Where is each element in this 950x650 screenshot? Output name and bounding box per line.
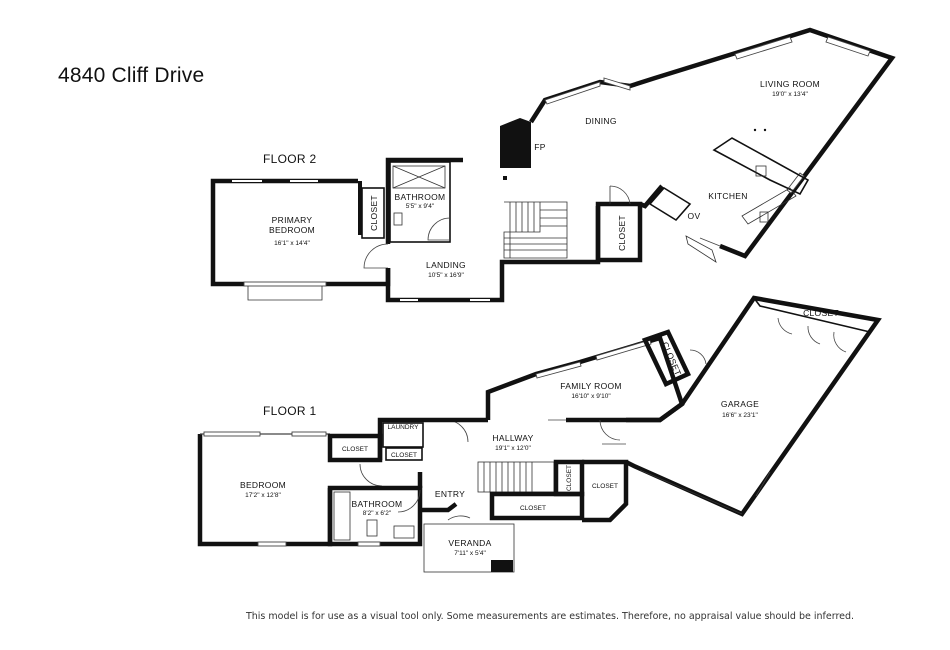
stairs-floor2 [503,201,568,259]
fireplace [500,118,531,168]
bathroom-dims: 5'5" x 9'4" [406,203,435,210]
kitchen-label: KITCHEN [708,191,747,201]
hallway-label: HALLWAY [492,433,533,443]
right-closet-label: CLOSET [592,483,618,490]
stairs-floor1 [477,461,555,493]
landing-label: LANDING [426,260,466,270]
kitchen-counters [648,137,810,225]
oven-label: OV [688,211,701,221]
veranda-dims: 7'11" x 5'4" [454,550,486,557]
window [243,281,327,287]
closet-label: CLOSET [369,195,379,231]
closet-label: CLOSET [617,215,627,251]
vertical-closet-label: CLOSET [566,465,573,491]
living-windows [544,36,871,194]
entry-closet-label: CLOSET [520,505,546,512]
primary-bedroom-label-2: BEDROOM [269,225,315,235]
bathroom-dims: 8'2" x 6'2" [363,510,392,517]
garage-label: GARAGE [721,399,759,409]
bathroom-label: BATHROOM [352,499,403,509]
living-room-label: LIVING ROOM [760,79,820,89]
bedroom-label: BEDROOM [240,480,286,490]
dining-label: DINING [585,116,617,126]
page-title: 4840 Cliff Drive [58,64,205,87]
bedroom-dims: 17'2" x 12'8" [245,492,281,499]
entry-label: ENTRY [435,489,465,499]
bedroom-closet [361,187,385,239]
garage-closet-label: CLOSET [803,308,839,318]
veranda-label: VERANDA [448,538,491,548]
veranda-step [491,560,513,572]
family-room-dims: 16'10" x 9'10" [571,393,611,400]
floor1-label: FLOOR 1 [263,404,317,418]
garage-dims: 16'6" x 23'1" [722,412,758,419]
bedroom-closet-wall [358,181,362,235]
bathroom-label: BATHROOM [395,192,446,202]
laundry-label: LAUNDRY [388,424,420,431]
floor2-plan: LIVING ROOM 19'0" x 13'4" DINING FP KITC… [210,27,896,303]
fireplace-label: FP [534,142,545,152]
hallway-dims: 19'1" x 12'0" [495,445,531,452]
living-room-dims: 19'0" x 13'4" [772,91,808,98]
primary-bedroom-dims: 16'1" x 14'4" [274,240,310,247]
primary-bedroom-label-1: PRIMARY [272,215,313,225]
disclaimer-text: This model is for use as a visual tool o… [245,611,855,622]
family-room-label: FAMILY ROOM [560,381,622,391]
small-closet-label: CLOSET [391,452,417,459]
bedroom-closet-label: CLOSET [342,446,368,453]
landing-dims: 10'5" x 16'9" [428,272,464,279]
floor2-label: FLOOR 2 [263,152,317,166]
floor1-plan: GARAGE 16'6" x 23'1" CLOSET CLOSET FAMIL… [197,295,882,573]
